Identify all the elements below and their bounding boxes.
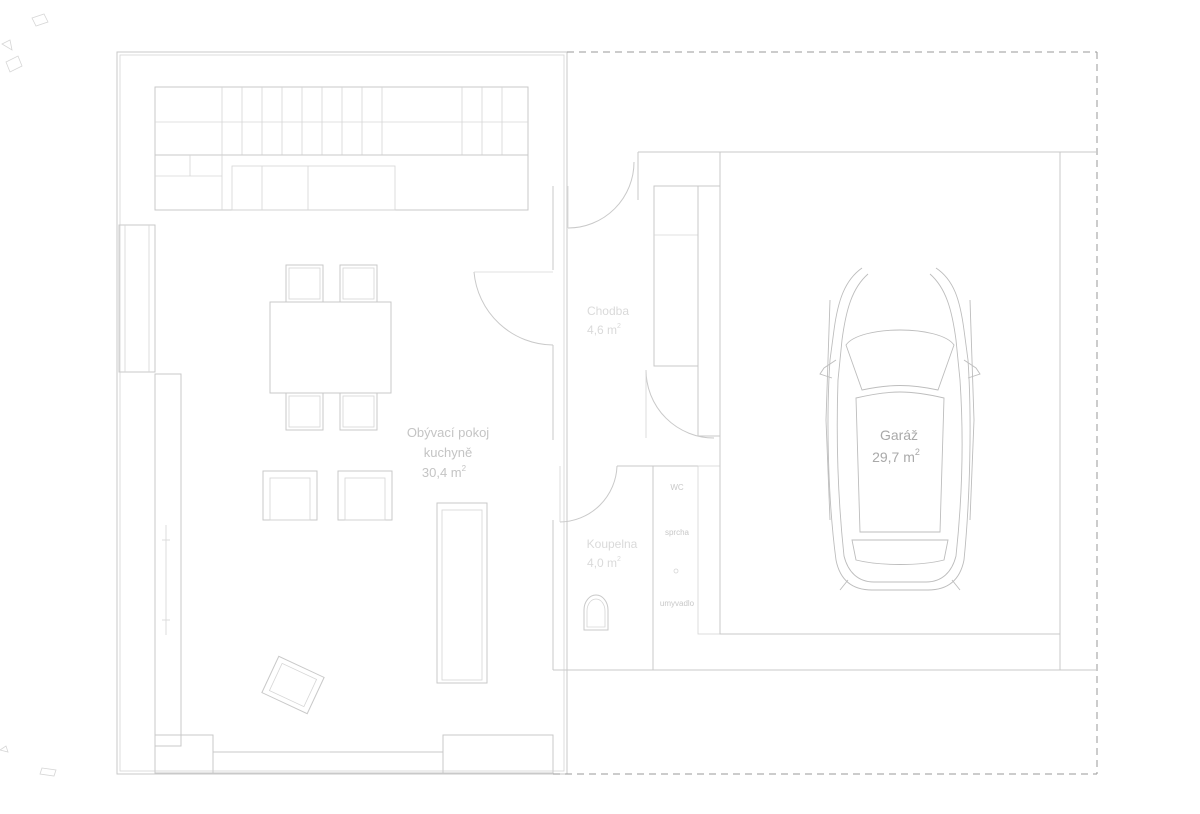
label-garage: Garáž 29,7 m2: [872, 427, 920, 465]
living-name: Obývací pokoj: [407, 425, 489, 440]
label-hall: Chodba 4,6 m2: [587, 304, 629, 337]
left-windows: [118, 224, 182, 747]
wc-fixture-2: sprcha: [665, 528, 690, 537]
armchairs: [262, 470, 393, 521]
site-boundary: [553, 51, 1098, 775]
hall-area: 4,6 m2: [587, 323, 621, 337]
garage-area: 29,7 m2: [872, 447, 920, 465]
car: [819, 267, 981, 591]
dining-set: [269, 264, 392, 431]
garage-walls: [653, 151, 1097, 671]
wc-name: Koupelna: [587, 537, 638, 551]
wc-fixture-labels: WC sprcha umyvadlo: [660, 483, 695, 608]
label-living: Obývací pokoj kuchyně 30,4 m2: [407, 425, 489, 480]
interior-walls: [552, 151, 721, 671]
bottom-walls: [154, 734, 554, 774]
wc-area: 4,0 m2: [587, 556, 621, 570]
corner-marks: [0, 13, 57, 777]
tv-unit: [436, 502, 488, 684]
kitchen-counter: [154, 86, 529, 211]
door-swings: [473, 161, 715, 523]
wc-fixture-1: WC: [670, 483, 684, 492]
garage-name: Garáž: [880, 427, 918, 443]
wc-fixture-3: umyvadlo: [660, 599, 695, 608]
label-wc: Koupelna 4,0 m2: [587, 537, 638, 570]
outer-walls: [116, 51, 568, 775]
toilet: [583, 568, 679, 631]
living-area: 30,4 m2: [422, 464, 467, 480]
side-table: [261, 655, 325, 715]
living-name-2: kuchyně: [424, 445, 472, 460]
hall-name: Chodba: [587, 304, 629, 318]
